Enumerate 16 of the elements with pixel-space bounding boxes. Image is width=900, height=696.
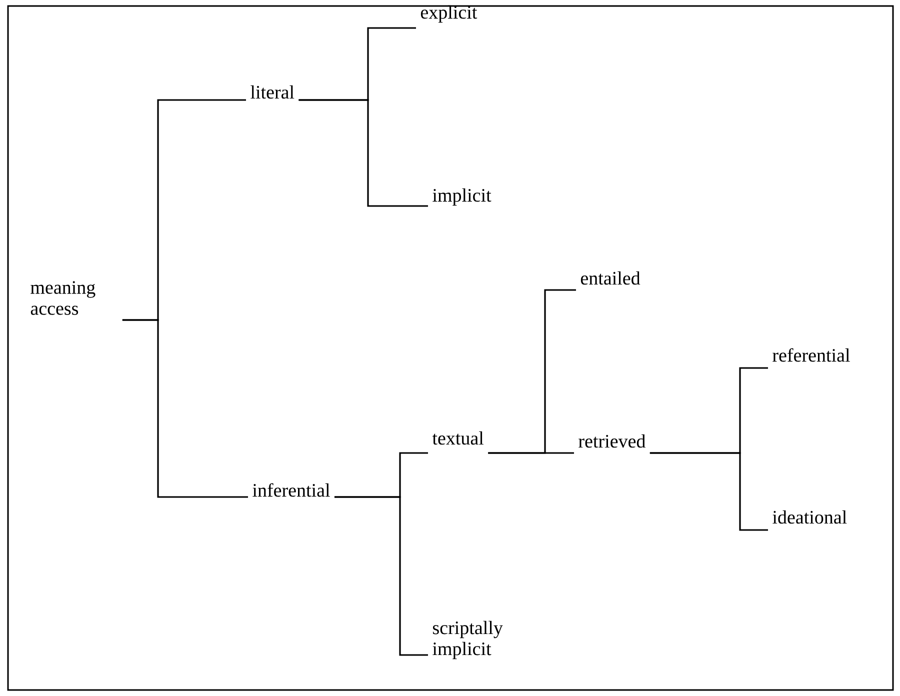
tree-label: explicit (420, 5, 478, 23)
tree-label: retrieved (578, 434, 646, 448)
tree-label: ideational (772, 510, 847, 524)
bracket-line (122, 319, 248, 498)
tree-label: implicit (432, 188, 492, 206)
bracket-line (650, 452, 768, 531)
bracket-line (334, 496, 428, 656)
tree-label: scriptally implicit (432, 620, 503, 660)
tree-label: textual (432, 431, 484, 445)
bracket-line (488, 452, 574, 454)
tree-label: entailed (580, 271, 640, 285)
tree-label: meaning access (30, 281, 96, 315)
tree-label: referential (772, 348, 850, 362)
tree-label: literal (250, 85, 294, 99)
tree-label: inferential (252, 483, 330, 497)
bracket-line (298, 99, 428, 207)
